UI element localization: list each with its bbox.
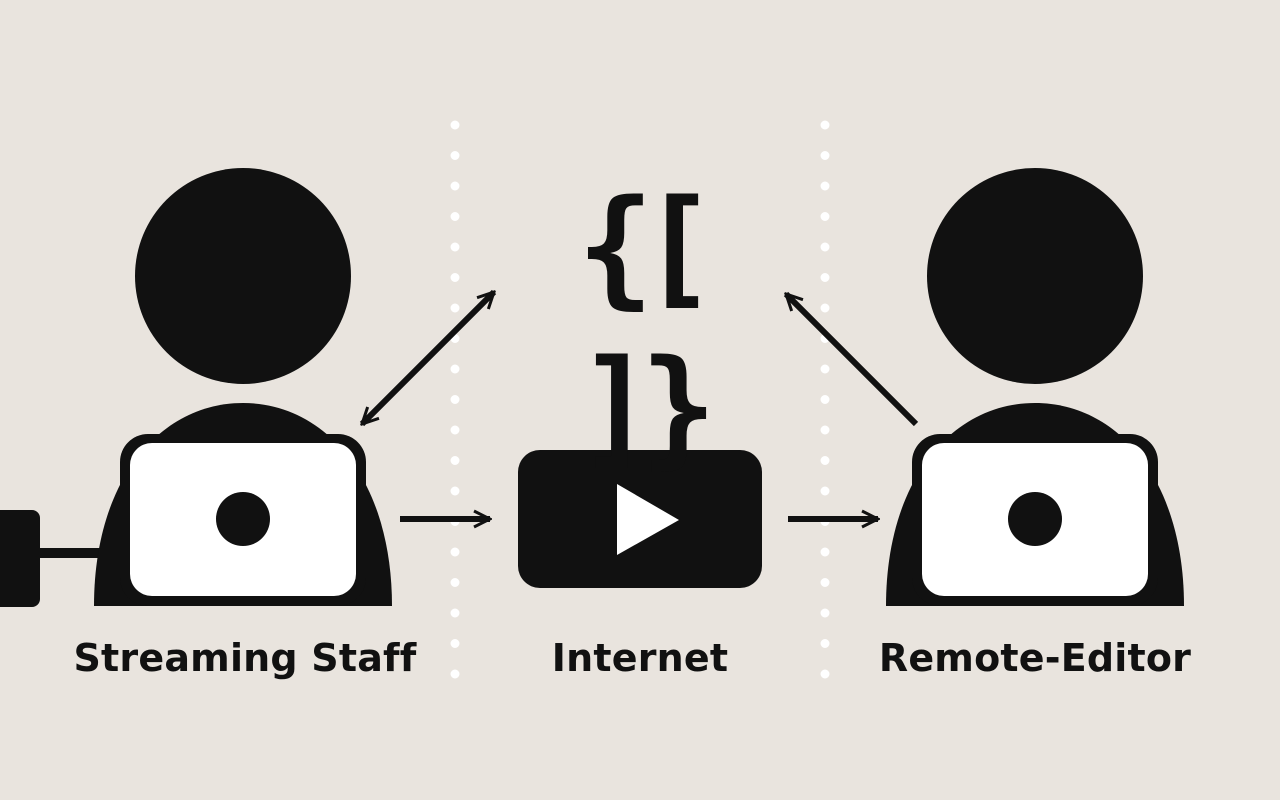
- play-button-icon: [518, 450, 762, 588]
- editor-laptop-icon: [912, 434, 1158, 606]
- arrow-staff-code-bidirectional: [362, 292, 494, 424]
- label-streaming-staff: Streaming Staff: [73, 636, 417, 680]
- label-internet: Internet: [551, 636, 729, 680]
- arrow-editor-to-code: [786, 294, 919, 427]
- label-remote-editor: Remote-Editor: [878, 636, 1192, 680]
- code-brackets-icon: {[ ]}: [576, 173, 717, 482]
- staff-laptop-icon: [120, 434, 366, 606]
- power-plug-icon: [0, 510, 106, 607]
